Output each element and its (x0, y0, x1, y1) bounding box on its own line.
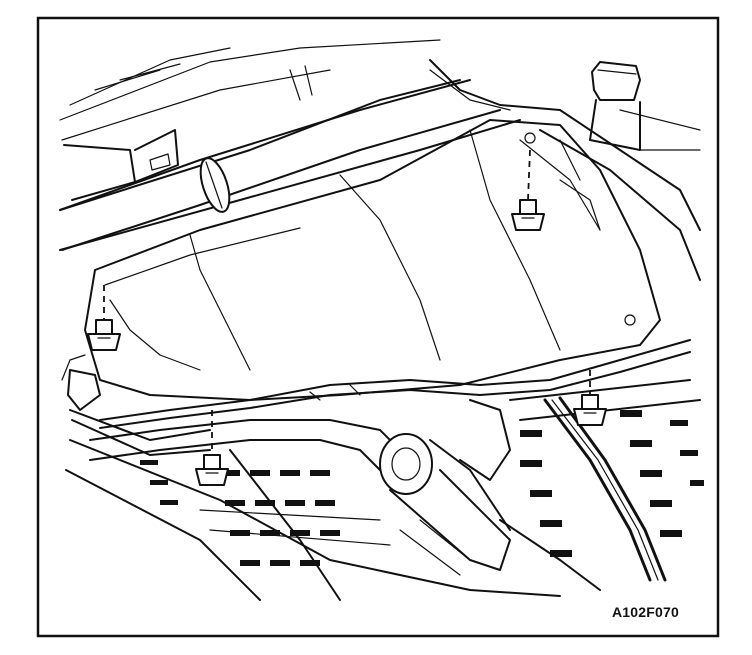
diagram-frame (36, 16, 720, 638)
bolt-lower-right (573, 370, 607, 426)
bolt-left (87, 285, 121, 351)
figure-caption: A102F070 (612, 604, 679, 620)
floor-pan-left (65, 439, 561, 601)
bolt-top-right (511, 149, 545, 231)
muffler-assembly (89, 399, 511, 576)
fuel-lines (99, 339, 691, 429)
tank-strap-left (61, 354, 211, 456)
floor-pan-right (499, 379, 704, 591)
exhaust-tailpipe (59, 79, 501, 251)
bolt-lower-left (195, 410, 229, 486)
fuel-tank (84, 119, 661, 401)
upper-body-structure (59, 39, 561, 251)
rear-suspension-mount (539, 61, 701, 281)
